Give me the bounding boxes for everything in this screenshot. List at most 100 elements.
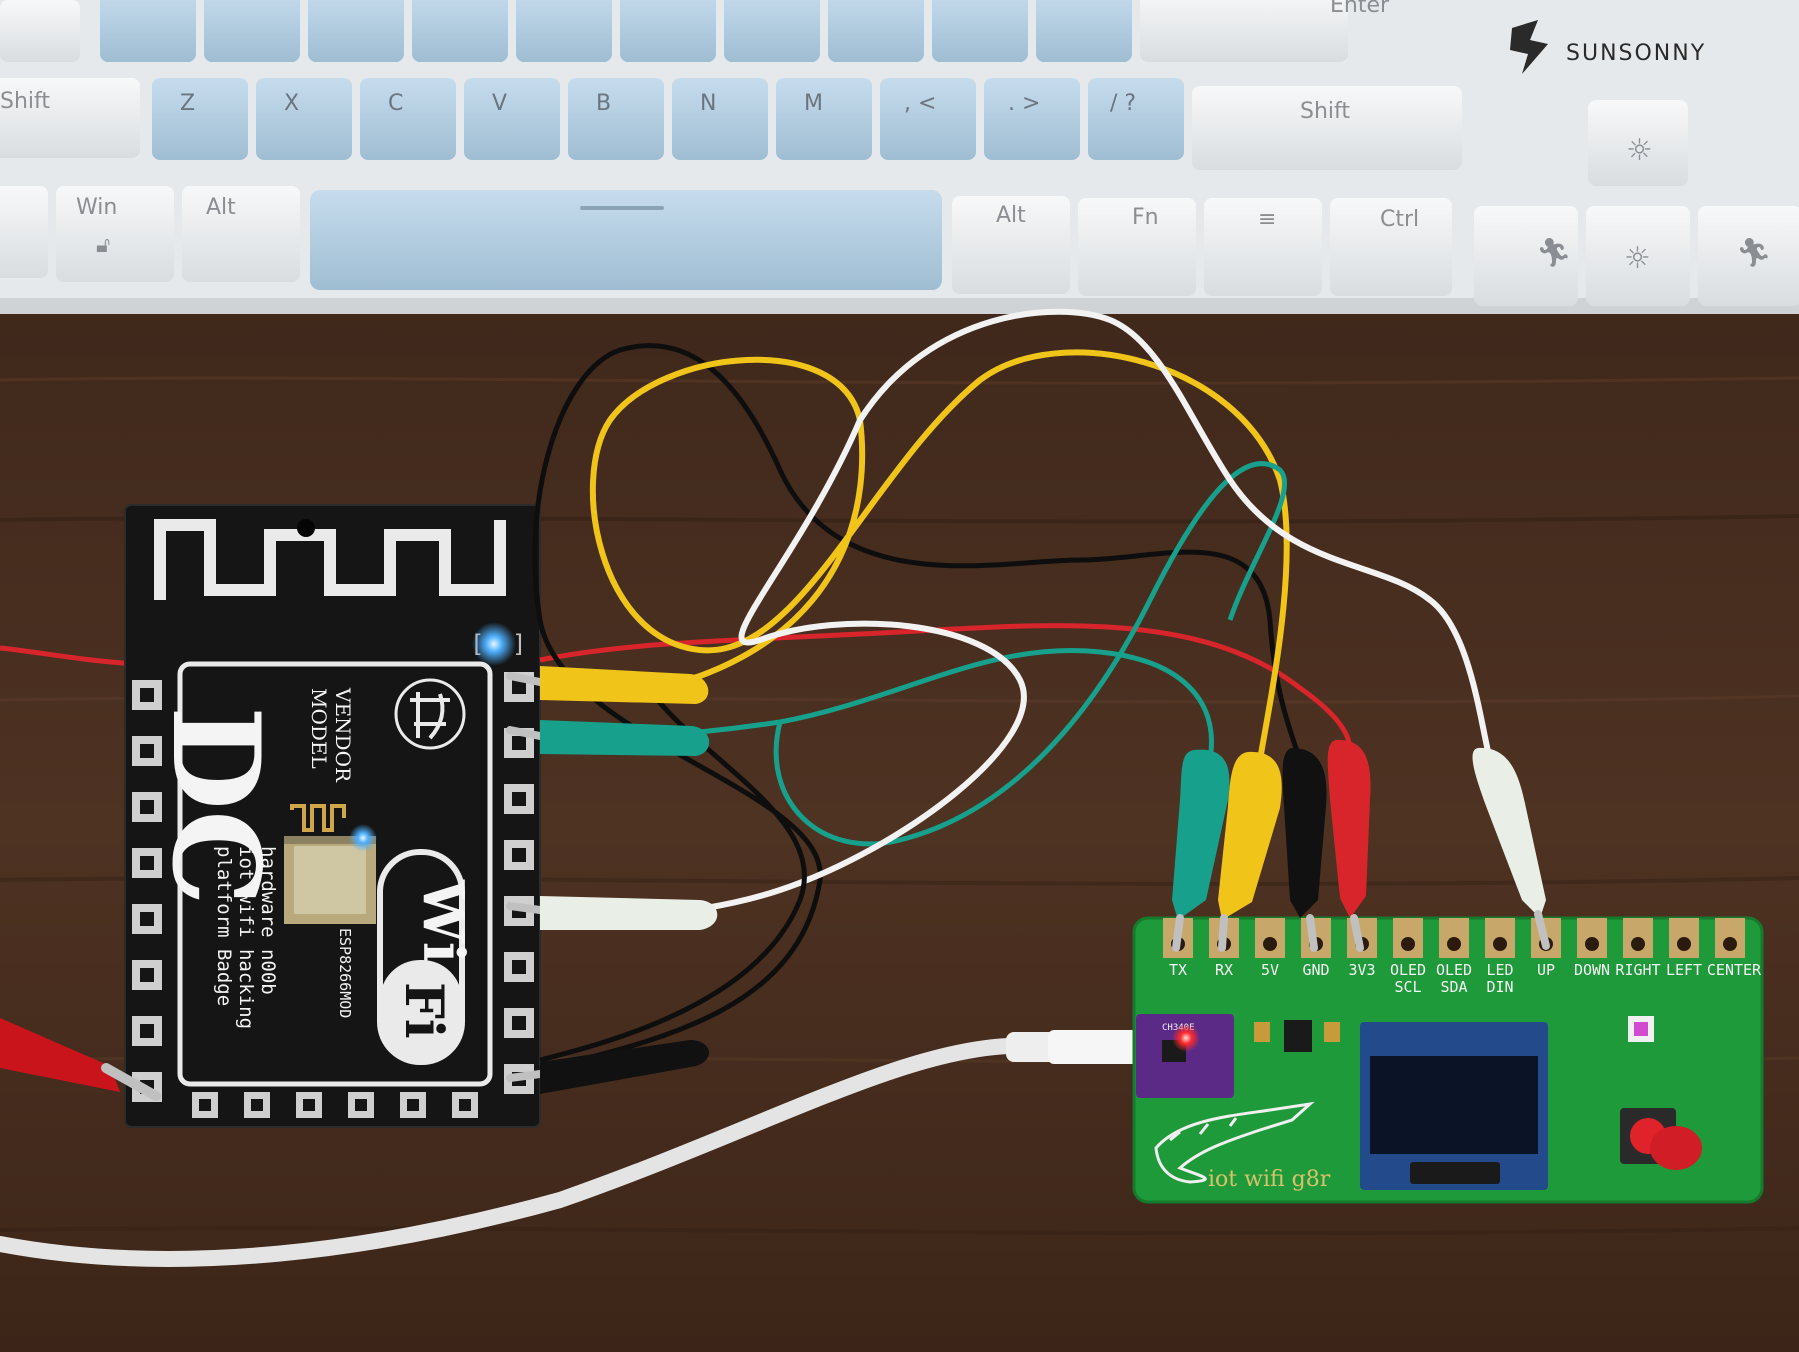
white-clip: [540, 896, 718, 930]
menu-icon: ≡: [1258, 207, 1276, 232]
usb-plug-boot: [1006, 1032, 1060, 1062]
key-alt-left-label: Alt: [206, 195, 236, 220]
yellow-clip: [540, 666, 709, 704]
usb-c-plug: [1048, 1030, 1138, 1064]
key-m[interactable]: [776, 78, 872, 160]
yellow-clip-rx: [1218, 751, 1282, 920]
capacitor-1: [1254, 1022, 1270, 1042]
blue-led-top: [472, 622, 516, 666]
pin-oled-scl-label: OLED: [1390, 961, 1426, 979]
red-clip-left: [0, 1018, 161, 1101]
red-clip-3v3: [1327, 739, 1371, 918]
dc-logo-text: DC: [145, 706, 286, 906]
key-left-shift-label: Shift: [0, 89, 50, 114]
pin-gnd-label: GND: [1302, 961, 1329, 979]
pin-up-label: UP: [1537, 961, 1555, 979]
pin-oled-scl-label2: SCL: [1394, 978, 1421, 996]
badge-line-3: platform Badge: [213, 846, 235, 1006]
keyboard: Enter SUNSONNY Shift Z X C V B N M ,: [0, 0, 1799, 314]
teal-wire-loop: [773, 461, 1288, 847]
black-wire-2: [539, 688, 807, 1063]
esp8266-module: ESP8266MOD: [284, 804, 376, 1018]
key-arrow-up[interactable]: [1588, 100, 1688, 186]
teal-clip: [540, 720, 710, 756]
white-wire: [539, 308, 1493, 923]
key-m-label: M: [804, 91, 823, 116]
key-n[interactable]: [672, 78, 768, 160]
wifi-text-wi: Wi: [410, 879, 476, 963]
seal-logo: [394, 678, 466, 750]
module-label: ESP8266MOD: [336, 928, 354, 1018]
badge-line-1: hardware n00b: [257, 846, 279, 995]
key-right-shift[interactable]: [1192, 86, 1462, 170]
key-period[interactable]: [984, 78, 1080, 160]
teal-clip-tx: [1172, 749, 1230, 920]
key-ctrl[interactable]: [1330, 198, 1452, 296]
key-slash-label: / ?: [1110, 91, 1136, 116]
oled-display: [1360, 1022, 1548, 1190]
key-space[interactable]: [310, 190, 942, 290]
vendor-label: VENDOR: [331, 687, 355, 783]
key-arrow-left[interactable]: [1474, 206, 1578, 306]
model-label: MODEL: [307, 688, 331, 769]
clips-right-badge: [1172, 739, 1550, 952]
red-power-led: [1172, 1024, 1200, 1052]
key-menu[interactable]: [1204, 198, 1322, 296]
key-fn-label: Fn: [1132, 205, 1159, 230]
running-icon: 🏃︎: [1536, 236, 1572, 269]
key-row-shift: Shift Z X C V B N M , < . > / ? Shift ☼: [0, 78, 1688, 186]
key-alt-right[interactable]: [952, 196, 1070, 294]
key-left-shift[interactable]: [0, 78, 140, 158]
pin-3v3-label: 3V3: [1348, 961, 1375, 979]
blue-led-module: [349, 824, 377, 852]
pin-oled-sda-label: OLED: [1436, 961, 1472, 979]
key-arrow-right[interactable]: [1698, 206, 1799, 306]
key-win[interactable]: [56, 186, 174, 282]
wifi-logo: Wi Fi: [377, 849, 476, 1065]
key-c[interactable]: [360, 78, 456, 160]
key-alt-right-label: Alt: [996, 203, 1026, 228]
wifi-text-fi: Fi: [393, 982, 454, 1039]
pin-led-din-label: LED: [1486, 961, 1513, 979]
pin-led-din-label2: DIN: [1486, 978, 1513, 996]
ch340e-module: CH340E: [1136, 1014, 1234, 1098]
badge-right: TX RX 5V GND 3V3 OLED SCL OLED SDA LED D…: [1132, 916, 1764, 1204]
key-b[interactable]: [568, 78, 664, 160]
usb-cable: [0, 1038, 1018, 1267]
pin-down-label: DOWN: [1574, 961, 1610, 979]
capacitor-2: [1324, 1022, 1340, 1042]
board-text: iot wifi g8r: [1208, 1167, 1331, 1192]
key-right-shift-label: Shift: [1300, 99, 1350, 124]
key-v[interactable]: [464, 78, 560, 160]
push-button[interactable]: [1620, 1108, 1702, 1170]
key-slash[interactable]: [1088, 78, 1184, 160]
clips-left-badge: [506, 666, 718, 1094]
key-comma-label: , <: [904, 91, 936, 116]
white-clip-up: [1472, 747, 1546, 918]
key-row-bottom: Win 🔓︎ Alt Alt Fn ≡ Ctrl 🏃︎ ☼ 🏃︎: [0, 186, 1799, 306]
led-bracket-right: ]: [512, 630, 526, 658]
key-n-label: N: [700, 91, 716, 116]
pin-left-label: LEFT: [1666, 961, 1702, 979]
yellow-wire: [539, 349, 1290, 761]
key-alt-left[interactable]: [182, 186, 300, 282]
key-z[interactable]: [152, 78, 248, 160]
bottom-pad-row: [192, 1092, 478, 1118]
key-fn[interactable]: [1078, 198, 1196, 296]
brightness-down-icon: ☼: [1624, 241, 1651, 276]
pin-tx-label: TX: [1169, 961, 1187, 979]
key-x[interactable]: [256, 78, 352, 160]
pin-rx-label: RX: [1215, 961, 1233, 979]
badge-line-2: iot wifi hacking: [235, 846, 257, 1029]
black-clip: [540, 1040, 709, 1094]
sunsonny-logo: SUNSONNY: [1510, 20, 1704, 74]
key-b-label: B: [596, 91, 611, 116]
key-period-label: . >: [1008, 91, 1040, 116]
lock-icon: 🔓︎: [96, 233, 110, 258]
key-comma[interactable]: [880, 78, 976, 160]
voltage-regulator: [1284, 1020, 1312, 1052]
red-wire-left: [0, 645, 141, 667]
key-arrow-down[interactable]: [1586, 206, 1690, 306]
key-win-label: Win: [76, 195, 117, 220]
